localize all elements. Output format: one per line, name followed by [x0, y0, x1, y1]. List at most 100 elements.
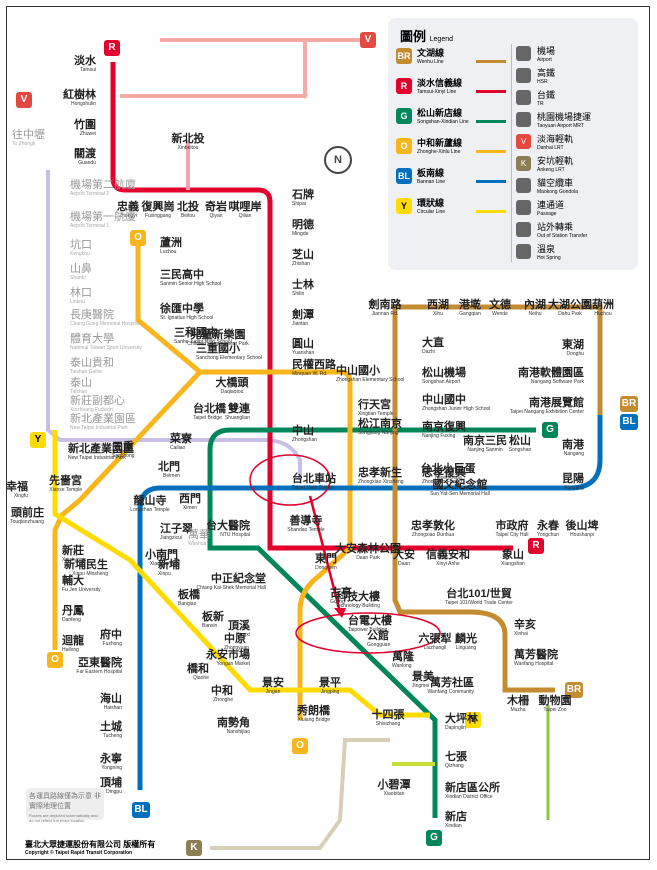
- station-jiantan[interactable]: 劍潭Jiantan: [292, 309, 314, 327]
- station-dapinglin[interactable]: 大坪林Dapinglin: [445, 713, 478, 731]
- station-luzhou[interactable]: 蘆洲Luzhou: [160, 237, 182, 255]
- station-chang-gung-memorial-hospital[interactable]: 長庚醫院Chang Gung Memorial Hospital: [70, 309, 140, 327]
- station-zhongshan-junior-high-school[interactable]: 中山國中Zhongshan Junior High School: [422, 394, 491, 412]
- station-shisizhang[interactable]: 十四張Shisizhang: [371, 709, 405, 727]
- station-xingtian-temple[interactable]: 行天宮Xingtian Temple: [358, 399, 394, 417]
- station-sanmin-senior-high-school[interactable]: 三民高中Sanmin Senior High School: [160, 269, 222, 287]
- station-chiang-kai-shek-memorial-hall[interactable]: 中正紀念堂Chiang Kai-Shek Memorial Hall: [196, 573, 266, 591]
- station-nanshijiao[interactable]: 南勢角Nanshijiao: [217, 717, 250, 735]
- station-qilian[interactable]: 唭哩岸Qilian: [228, 201, 262, 219]
- station-xinpu[interactable]: 新埔Xinpu: [158, 559, 180, 577]
- station-nanjing-fuxing[interactable]: 南京復興Nanjing Fuxing: [422, 421, 466, 439]
- station-xihu[interactable]: 西湖Xihu: [427, 299, 449, 317]
- station-jingmei[interactable]: 景美Jingmei: [412, 671, 434, 689]
- station-nangang[interactable]: 南港Nangang: [562, 439, 584, 457]
- station-tucheng[interactable]: 土城Tucheng: [100, 721, 122, 739]
- station-zhuwei[interactable]: 竹圍Zhuwei: [74, 119, 96, 137]
- station-haishan[interactable]: 海山Haishan: [100, 693, 122, 711]
- station-sun-yat-sen-memorial-hall[interactable]: 國父紀念館Sun Yat-Sen Memorial Hall: [430, 479, 490, 497]
- station-qiyan[interactable]: 奇岩Qiyan: [205, 201, 227, 219]
- station-sanchong[interactable]: 三重Sanchong: [112, 441, 135, 459]
- station-cailiao[interactable]: 菜寮Cailiao: [170, 433, 192, 451]
- station-qiaohe[interactable]: 橋和Qiaohe: [187, 663, 209, 681]
- station-xiaobitan[interactable]: 小碧潭Xiaobitan: [377, 779, 411, 797]
- station-dongmen[interactable]: 東門Dongmen: [315, 553, 337, 571]
- station-zhishan[interactable]: 芝山Zhishan: [292, 249, 314, 267]
- station-neihu[interactable]: 內湖Neihu: [524, 299, 546, 317]
- station-shipai[interactable]: 石牌Shipai: [292, 189, 314, 207]
- station-xiangshan[interactable]: 象山Xiangshan: [501, 549, 525, 567]
- station-technology-building[interactable]: 科技大樓Technology Building: [335, 591, 380, 609]
- station-shilin[interactable]: 士林Shilin: [292, 279, 314, 297]
- station-zhongxiao-fuxing[interactable]: 忠孝復興Zhongxiao Fuxing: [422, 467, 466, 485]
- station-sanhe-junior-high-school[interactable]: 三和國中Sanhe Junior High School: [174, 327, 232, 345]
- station-songjiang-nanjing[interactable]: 松江南京Songjiang Nanjing: [358, 418, 402, 436]
- station-far-eastern-hospital[interactable]: 亞東醫院Far Eastern Hospital: [76, 657, 122, 675]
- station-new-taipei-industrial-park[interactable]: 新北產業園區New Taipei Industrial Park: [70, 413, 136, 431]
- station-houshanpi[interactable]: 後山埤Houshanpi: [565, 520, 599, 538]
- station-shuanglian[interactable]: 雙連Shuanglian: [224, 403, 250, 421]
- station-wanfang-community[interactable]: 萬芳社區Wanfang Community: [427, 677, 475, 695]
- station-daan-park[interactable]: 大安森林公園Daan Park: [335, 543, 401, 561]
- station-dahu-park[interactable]: 大湖公園Dahu Park: [548, 299, 592, 317]
- station-st-ignatius-high-school[interactable]: 徐匯中學St. Ignatius High School: [160, 303, 214, 321]
- station-huzhou[interactable]: 葫洲Huzhou: [592, 299, 614, 317]
- station-sanchong-elementary-school[interactable]: 三重國小Sanchong Elementary School: [196, 343, 262, 361]
- station-jiangzicui[interactable]: 江子翠Jiangzicui: [160, 523, 193, 541]
- station-dingxi[interactable]: 頂溪Dingxi: [228, 620, 250, 638]
- station-qizhang[interactable]: 七張Qizhang: [445, 751, 467, 769]
- station-songshan-airport[interactable]: 松山機場Songshan Airport: [422, 367, 466, 385]
- station-xinbeitou[interactable]: 新北投Xinbeitou: [171, 133, 205, 151]
- station-yongan-market[interactable]: 永安市場Yongan Market: [206, 649, 250, 667]
- station-zhongxiao-xinsheng[interactable]: 忠孝新生Zhongxiao Xinsheng: [358, 467, 404, 485]
- station-xianse-temple[interactable]: 先嗇宮Xianse Temple: [49, 475, 82, 493]
- station-guandu[interactable]: 關渡Guandu: [74, 148, 96, 166]
- station-jingping[interactable]: 景平Jingping: [319, 677, 341, 695]
- station-taipei-bridge[interactable]: 台北橋Taipei Bridge: [193, 403, 226, 421]
- station-danfeng[interactable]: 丹鳳Danfeng: [62, 605, 84, 623]
- station-zhongyuan[interactable]: 中原Zhongyuan: [224, 633, 250, 651]
- station-shanbi[interactable]: 山鼻Shanbi: [70, 263, 92, 281]
- station-yongchun[interactable]: 永春Yongchun: [536, 520, 560, 538]
- station-banxin[interactable]: 板新Banxin: [202, 611, 224, 629]
- station-xindian-district-office[interactable]: 新店區公所Xindian District Office: [445, 782, 500, 800]
- station-songshan[interactable]: 松山Songshan: [508, 435, 532, 453]
- station-fuzhong[interactable]: 府中Fuzhong: [100, 629, 122, 647]
- station-new-taipei-industrial-park[interactable]: 新北產業園區New Taipei Industrial Park: [68, 443, 134, 461]
- station-nangang-software-park[interactable]: 南港軟體園區Nangang Software Park: [518, 367, 584, 385]
- station-wende[interactable]: 文德Wende: [489, 299, 511, 317]
- station-jiannan-rd-[interactable]: 劍南路Jiannan Rd.: [368, 299, 402, 317]
- station-taipei-101-world-trade-center[interactable]: 台北101/世貿Taipei 101/World Trade Center: [445, 588, 513, 606]
- station-national-taiwan-sport-university[interactable]: 體育大學National Taiwan Sport University: [70, 333, 142, 351]
- station-taipower-building[interactable]: 台電大樓Taipower Building: [348, 615, 392, 633]
- station-donghu[interactable]: 東湖Donghu: [562, 339, 584, 357]
- station-kunyang[interactable]: 昆陽Kunyang: [562, 473, 584, 491]
- station-wanfang-hospital[interactable]: 萬芳醫院Wanfang Hospital: [514, 649, 558, 667]
- station-daqiaotou[interactable]: 大橋頭Daqiaotou: [215, 377, 249, 395]
- station-nanjing-sanmin[interactable]: 南京三民Nanjing Sanmin: [463, 435, 507, 453]
- station-taipei-main-station[interactable]: 台北車站Taipei Main Station: [292, 473, 336, 491]
- station-banqiao[interactable]: 板橋Banqiao: [178, 589, 200, 607]
- station-zhonghe[interactable]: 中和Zhonghe: [211, 685, 233, 703]
- station-taipei-arena[interactable]: 台北小巨蛋Taipei Arena: [420, 463, 476, 481]
- station-mingde[interactable]: 明德Mingde: [292, 219, 314, 237]
- station-zhongshan[interactable]: 中山Zhongshan: [292, 425, 318, 443]
- station-linkou[interactable]: 林口Linkou: [70, 287, 92, 305]
- station-yongning[interactable]: 永寧Yongning: [100, 753, 122, 771]
- station-zhongshan-elementary-school[interactable]: 中山國小Zhongshan Elementary School: [336, 365, 405, 383]
- station-taishan-guihe[interactable]: 泰山貴和Taishan Guihe: [70, 357, 114, 375]
- station-taishan[interactable]: 泰山Taishan: [70, 377, 92, 395]
- station-dazhi[interactable]: 大直Dazhi: [422, 337, 444, 355]
- station-xindian[interactable]: 新店Xindian: [445, 811, 467, 829]
- station-taipei-nangang-exhibition-center[interactable]: 南港展覽館Taipei Nangang Exhibition Center: [509, 397, 584, 415]
- station-zhongyi[interactable]: 忠義Zhongyi: [117, 201, 139, 219]
- station-touqianzhuang[interactable]: 頭前庄Touqianzhuang: [10, 507, 44, 525]
- station-beitou[interactable]: 北投Beitou: [177, 201, 199, 219]
- station-fuxinggang[interactable]: 復興崗Fuxinggang: [141, 201, 175, 219]
- station-xiulang-bridge[interactable]: 秀朗橋Xiulang Bridge: [297, 705, 330, 723]
- station-xinpu-minsheng[interactable]: 新埔民生Xinpu Minsheng: [64, 559, 108, 577]
- station-ntu-hospital[interactable]: 台大醫院NTU Hospital: [206, 520, 250, 538]
- station-beimen[interactable]: 北門Beimen: [158, 461, 180, 479]
- station-ximen[interactable]: 西門Ximen: [179, 493, 201, 511]
- station-airport-terminal-1[interactable]: 機場第一航廈Airport Terminal 1: [70, 211, 136, 229]
